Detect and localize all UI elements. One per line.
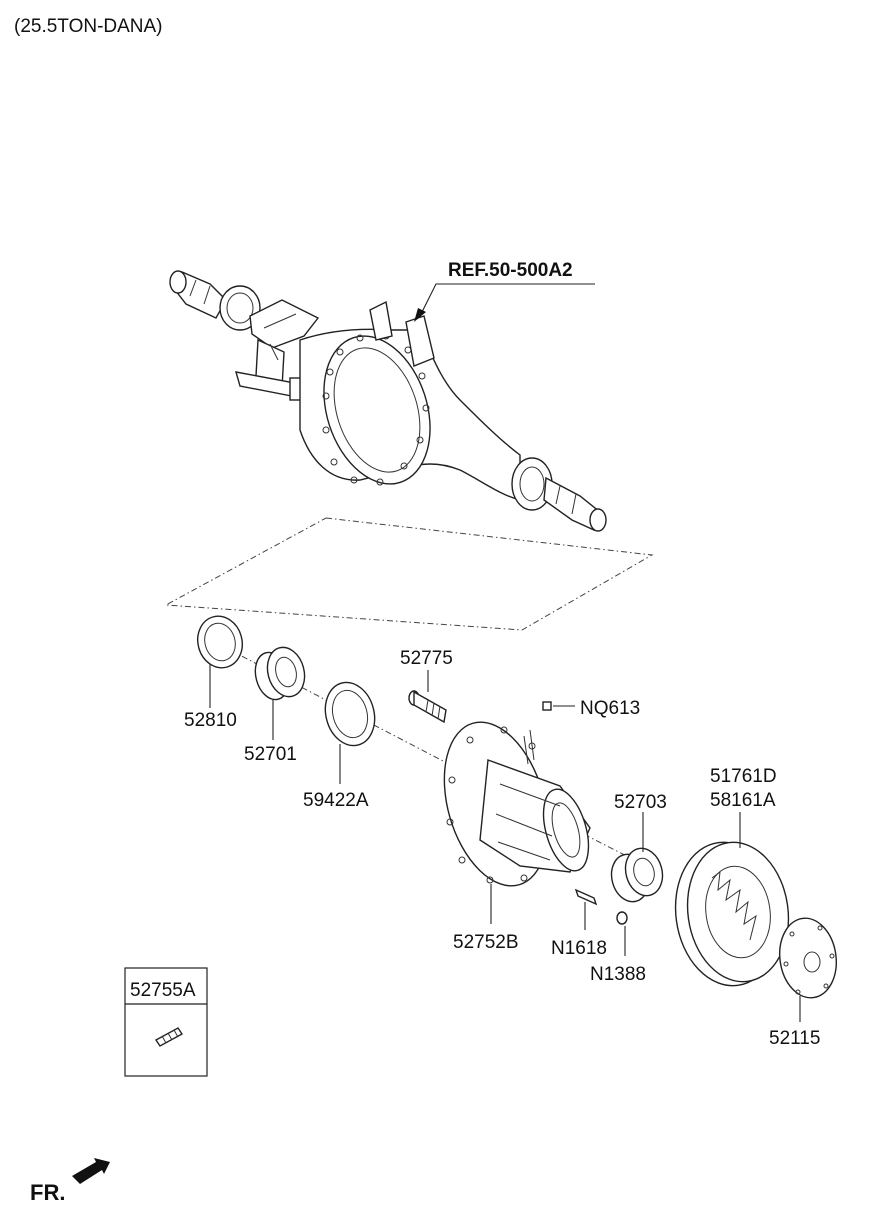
seal-52810	[197, 615, 243, 669]
part-label-52115[interactable]: 52115	[769, 1028, 820, 1049]
axle-housing-drawing	[169, 270, 607, 532]
reference-callout: REF.50-500A2	[414, 260, 595, 322]
stud-52775	[408, 690, 447, 724]
part-label-52775[interactable]: 52775	[400, 648, 453, 669]
part-label-52755A[interactable]: 52755A	[130, 980, 196, 1001]
part-label-51761D[interactable]: 51761D	[710, 766, 777, 787]
bearing-52703	[610, 847, 664, 903]
inset-box-52755A	[124, 967, 208, 1077]
plug-NQ613	[542, 701, 552, 711]
part-label-52703[interactable]: 52703	[614, 792, 667, 813]
hub-52752B	[443, 721, 591, 887]
front-direction-indicator	[72, 1158, 110, 1184]
part-label-58161A[interactable]: 58161A	[710, 790, 776, 811]
ring-N1388	[616, 911, 628, 925]
seal-59422A	[324, 681, 376, 747]
part-label-N1618[interactable]: N1618	[551, 938, 607, 959]
part-label-N1388[interactable]: N1388	[590, 964, 646, 985]
part-label-52701[interactable]: 52701	[244, 744, 297, 765]
reference-label: REF.50-500A2	[448, 260, 573, 281]
part-label-52810[interactable]: 52810	[184, 710, 237, 731]
part-label-59422A[interactable]: 59422A	[303, 790, 369, 811]
part-label-NQ613[interactable]: NQ613	[580, 698, 640, 719]
brake-drum-51761D	[674, 841, 790, 987]
hub-cap-52115	[779, 917, 837, 999]
assembly-envelope	[164, 517, 654, 631]
part-label-52752B[interactable]: 52752B	[453, 932, 519, 953]
front-direction-label: FR.	[30, 1180, 65, 1205]
bearing-52701	[254, 646, 306, 701]
diagram-title: (25.5TON-DANA)	[14, 16, 163, 37]
pin-N1618	[574, 888, 598, 906]
